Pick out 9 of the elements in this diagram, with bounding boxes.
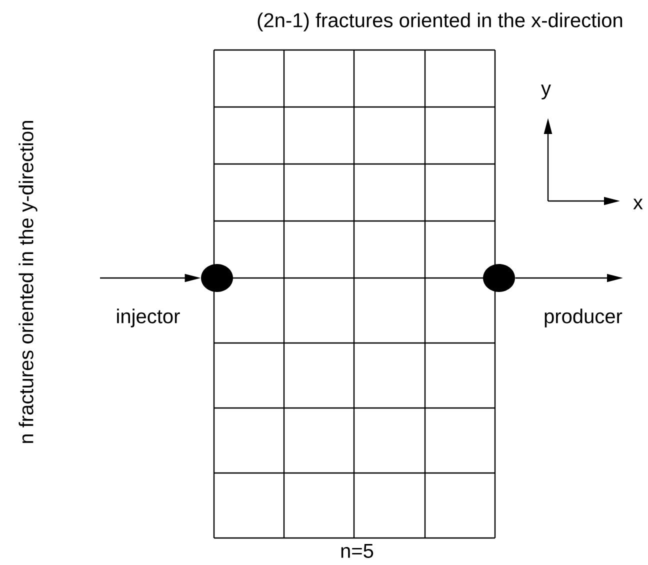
axis-letter: y bbox=[541, 84, 551, 100]
well-dot bbox=[201, 264, 233, 292]
well-dot bbox=[483, 264, 515, 292]
well-label: producer bbox=[544, 308, 622, 328]
heading: (2n-1) fractures oriented in the x-direction bbox=[258, 12, 622, 32]
well-label: injector bbox=[117, 308, 180, 328]
count-label: n=5 bbox=[341, 544, 374, 558]
axis-letter: x bbox=[633, 198, 643, 210]
axis-label: n fractures oriented in the y-direction bbox=[18, 121, 38, 443]
